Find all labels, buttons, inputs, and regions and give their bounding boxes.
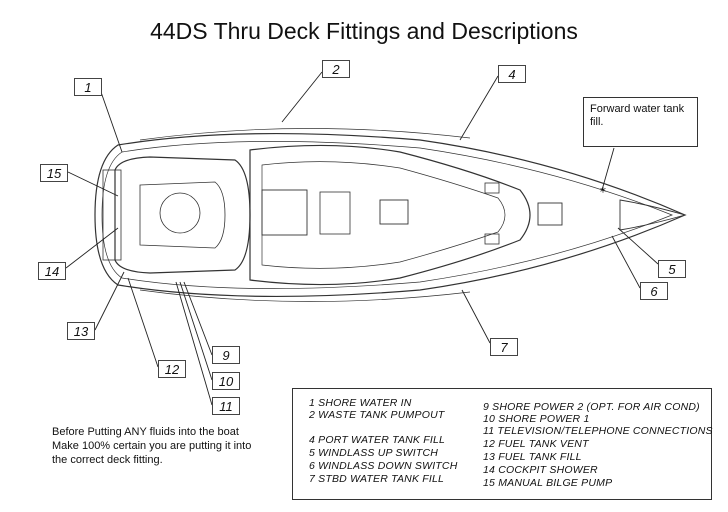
legend-item: 10 SHORE POWER 1 — [483, 413, 590, 425]
fill-star-marker: * — [600, 185, 606, 199]
deck-hatch-2 — [484, 233, 500, 245]
leader-5 — [617, 227, 659, 265]
legend-item: 2 WASTE TANK PUMPOUT — [309, 409, 445, 421]
callout-13: 13 — [67, 322, 95, 340]
callout-11: 11 — [212, 397, 240, 415]
legend-item: 15 MANUAL BILGE PUMP — [483, 477, 613, 489]
leader-13 — [94, 271, 125, 331]
callout-2: 2 — [322, 60, 350, 78]
mast-base — [319, 191, 351, 235]
leader-10 — [179, 281, 213, 381]
helm-seat — [102, 169, 122, 261]
callout-7: 7 — [490, 338, 518, 356]
callout-1: 1 — [74, 78, 102, 96]
callout-9: 9 — [212, 346, 240, 364]
caution-line: Before Putting ANY fluids into the boat — [52, 426, 239, 438]
leader-1 — [100, 91, 123, 153]
leader-14 — [65, 227, 119, 269]
hull-inner-outline — [101, 141, 673, 289]
leader-note — [601, 147, 615, 191]
legend-item: 4 PORT WATER TANK FILL — [309, 434, 446, 446]
diagram-title: 44DS Thru Deck Fittings and Descriptions — [150, 18, 578, 44]
cabin-roof — [249, 144, 531, 286]
leader-7 — [461, 289, 491, 344]
leader-4 — [459, 75, 499, 141]
legend-item: 14 COCKPIT SHOWER — [483, 464, 598, 476]
leader-11 — [175, 281, 213, 406]
callout-5: 5 — [658, 260, 686, 278]
deck-hatch-1 — [484, 182, 500, 194]
leader-2 — [281, 71, 323, 123]
callout-6: 6 — [640, 282, 668, 300]
cabin-roof-inner — [261, 161, 506, 269]
forward-water-note: Forward water tank fill. — [583, 97, 698, 147]
leader-9 — [183, 281, 213, 356]
helm-wheel — [159, 192, 201, 234]
hull-outline — [94, 132, 687, 298]
legend-item: 7 STBD WATER TANK FILL — [309, 473, 445, 485]
cockpit-inner — [139, 181, 226, 249]
legend-item: 6 WINDLASS DOWN SWITCH — [309, 460, 458, 472]
stbd-rail — [139, 289, 471, 302]
fittings-legend: 1 SHORE WATER IN 2 WASTE TANK PUMPOUT 4 … — [292, 388, 713, 500]
callout-12: 12 — [158, 360, 186, 378]
legend-item: 5 WINDLASS UP SWITCH — [309, 447, 439, 459]
callout-10: 10 — [212, 372, 240, 390]
leader-15 — [67, 171, 119, 197]
fore-hatch — [537, 202, 563, 226]
legend-item: 11 TELEVISION/TELEPHONE CONNECTIONS — [483, 425, 713, 437]
callout-15: 15 — [40, 164, 68, 182]
callout-14: 14 — [38, 262, 66, 280]
leader-12 — [127, 277, 159, 368]
legend-item: 9 SHORE POWER 2 (OPT. FOR AIR COND) — [483, 401, 700, 413]
leader-6 — [611, 235, 641, 289]
caution-line: the correct deck fitting. — [52, 454, 163, 466]
callout-4: 4 — [498, 65, 526, 83]
port-rail — [139, 128, 471, 141]
cabin-hatch — [379, 199, 409, 225]
companionway-hatch — [261, 189, 308, 236]
bow-pulpit — [619, 199, 687, 231]
caution-text: Before Putting ANY fluids into the boat … — [52, 425, 302, 467]
caution-line: Make 100% certain you are putting it int… — [52, 440, 252, 452]
legend-item: 1 SHORE WATER IN — [309, 397, 412, 409]
cockpit-outline — [114, 156, 251, 274]
legend-item: 13 FUEL TANK FILL — [483, 451, 582, 463]
legend-item: 12 FUEL TANK VENT — [483, 438, 589, 450]
